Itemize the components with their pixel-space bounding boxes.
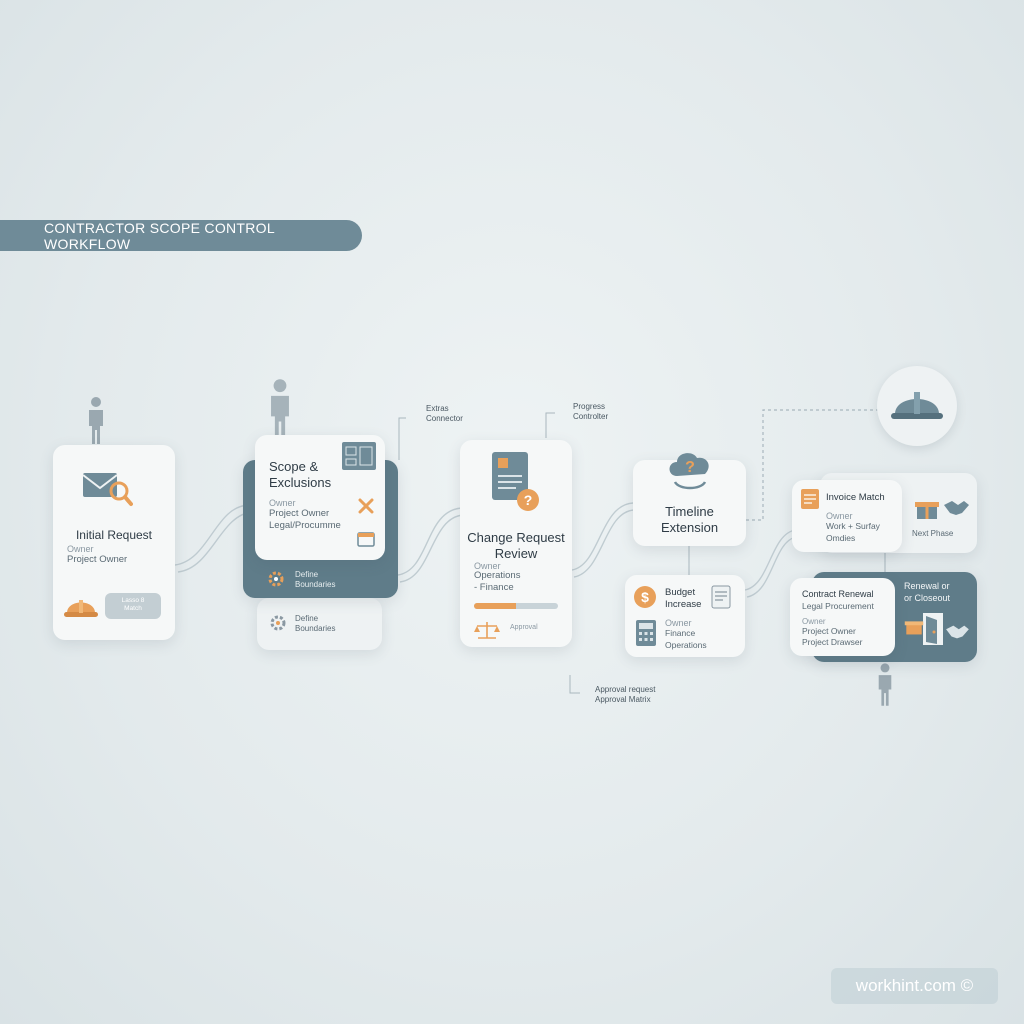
gift-icon bbox=[904, 621, 924, 635]
owner-label: Owner bbox=[474, 561, 501, 571]
calendar-icon bbox=[357, 532, 375, 547]
person-icon bbox=[271, 379, 289, 440]
step-title: Contract Renewal bbox=[802, 589, 874, 599]
handshake-icon bbox=[946, 625, 969, 639]
owner-label: Owner bbox=[802, 617, 826, 626]
step-invoice-match[interactable]: Invoice Match Owner Work + Surfay Omdies bbox=[792, 480, 902, 552]
handshake-icon bbox=[944, 501, 969, 515]
scales-icon bbox=[474, 622, 500, 639]
hard-hat-badge bbox=[877, 366, 957, 446]
owner-name: Finance Operations bbox=[665, 628, 707, 650]
next-phase-label: Next Phase bbox=[912, 529, 954, 538]
owner-label: Owner bbox=[269, 498, 296, 508]
note-progress: Progress Controlter bbox=[573, 402, 609, 421]
watermark: workhint.com © bbox=[831, 968, 998, 1004]
step-title: Budget Increase bbox=[665, 587, 702, 610]
person-icon bbox=[89, 397, 103, 444]
calculator-icon bbox=[636, 620, 656, 646]
owner-name: Project Owner Project Drawser bbox=[802, 626, 863, 647]
renewal-side-text: Renewal or or Closeout bbox=[904, 581, 951, 603]
owner-label: Owner bbox=[826, 511, 853, 521]
step-title: Invoice Match bbox=[826, 492, 885, 503]
svg-text:$: $ bbox=[641, 589, 649, 605]
note-approval: Approval request Approval Matrix bbox=[595, 685, 656, 704]
step-title: Change Request Review bbox=[467, 530, 565, 561]
close-icon bbox=[358, 498, 374, 514]
envelope-search-icon bbox=[82, 473, 133, 506]
step-scope-ghost: Define Boundaries bbox=[257, 598, 382, 650]
step-change-request[interactable]: ? Change Request Review Owner Operations… bbox=[460, 440, 572, 647]
progress-bar bbox=[474, 603, 558, 609]
owner-label: Owner bbox=[665, 618, 692, 628]
progress-fill bbox=[474, 603, 516, 609]
step-timeline-extension[interactable]: ? Timeline Extension bbox=[633, 453, 746, 546]
document-icon bbox=[711, 585, 731, 609]
chat-bubble: Lasso 8 Match bbox=[105, 593, 161, 619]
gear-icon bbox=[268, 571, 284, 587]
owner-name: Project Owner Legal/Procumme bbox=[269, 508, 341, 531]
action-text: Define Boundaries bbox=[295, 614, 336, 633]
owner-name: Project Owner bbox=[67, 554, 128, 565]
hard-hat-icon bbox=[64, 600, 98, 617]
owner-name: Operations - Finance bbox=[474, 570, 521, 593]
door-icon bbox=[923, 613, 943, 645]
step-scope-exclusions[interactable]: Scope & Exclusions Owner Project Owner L… bbox=[255, 435, 385, 560]
note-extras: Extras Connector bbox=[426, 404, 463, 423]
svg-text:?: ? bbox=[524, 492, 533, 508]
bubble-text: Lasso 8 Match bbox=[121, 597, 145, 612]
step-title: Initial Request bbox=[75, 528, 153, 542]
blueprint-icon bbox=[342, 442, 376, 470]
person-icon bbox=[878, 663, 892, 706]
owner-name: Work + Surfay Omdies bbox=[826, 521, 880, 543]
step-subtitle: Legal Procurement bbox=[802, 601, 874, 611]
gear-icon bbox=[270, 615, 286, 631]
step-contract-renewal[interactable]: Contract Renewal Legal Procurement Owner… bbox=[790, 578, 924, 656]
step-budget-increase[interactable]: $ Budget Increase Owner Finance Operatio… bbox=[625, 575, 745, 657]
step-title: Scope & Exclusions bbox=[269, 459, 332, 490]
document-question-icon: ? bbox=[492, 452, 539, 511]
workflow-title: CONTRACTOR SCOPE CONTROL WORKFLOW bbox=[0, 220, 362, 252]
step-title: Timeline Extension bbox=[660, 504, 719, 535]
invoice-icon bbox=[801, 489, 819, 509]
dollar-coin-icon: $ bbox=[634, 586, 656, 608]
cloud-question-icon: ? bbox=[669, 453, 709, 490]
step-initial-request[interactable]: Initial Request Owner Project Owner Lass… bbox=[53, 445, 175, 640]
svg-text:?: ? bbox=[685, 459, 695, 476]
hard-hat-icon bbox=[891, 392, 943, 419]
owner-label: Owner bbox=[67, 544, 94, 554]
action-text: Define Boundaries bbox=[295, 570, 336, 589]
approval-stamp: Approval bbox=[510, 624, 538, 631]
gift-icon bbox=[915, 502, 939, 519]
